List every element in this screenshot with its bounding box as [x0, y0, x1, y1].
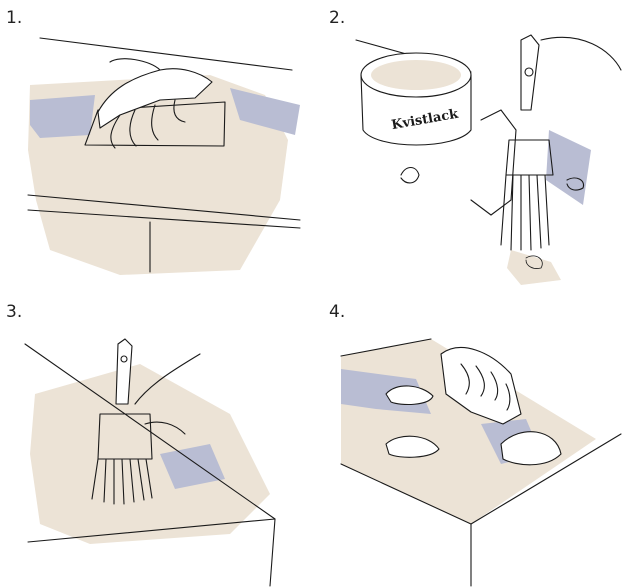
step-2-panel: 2. Kvistlack: [321, 0, 642, 293]
can-label: Kvistlack: [390, 107, 460, 134]
step-1-panel: 1.: [0, 0, 321, 293]
sanding-block-icon: [0, 0, 321, 293]
step-4-panel: 4.: [321, 294, 642, 587]
paintbrush-icon: [0, 294, 321, 587]
paint-can-brush-icon: Kvistlack: [321, 0, 642, 293]
cloth-wipe-icon: [321, 294, 642, 587]
step-3-panel: 3.: [0, 294, 321, 587]
